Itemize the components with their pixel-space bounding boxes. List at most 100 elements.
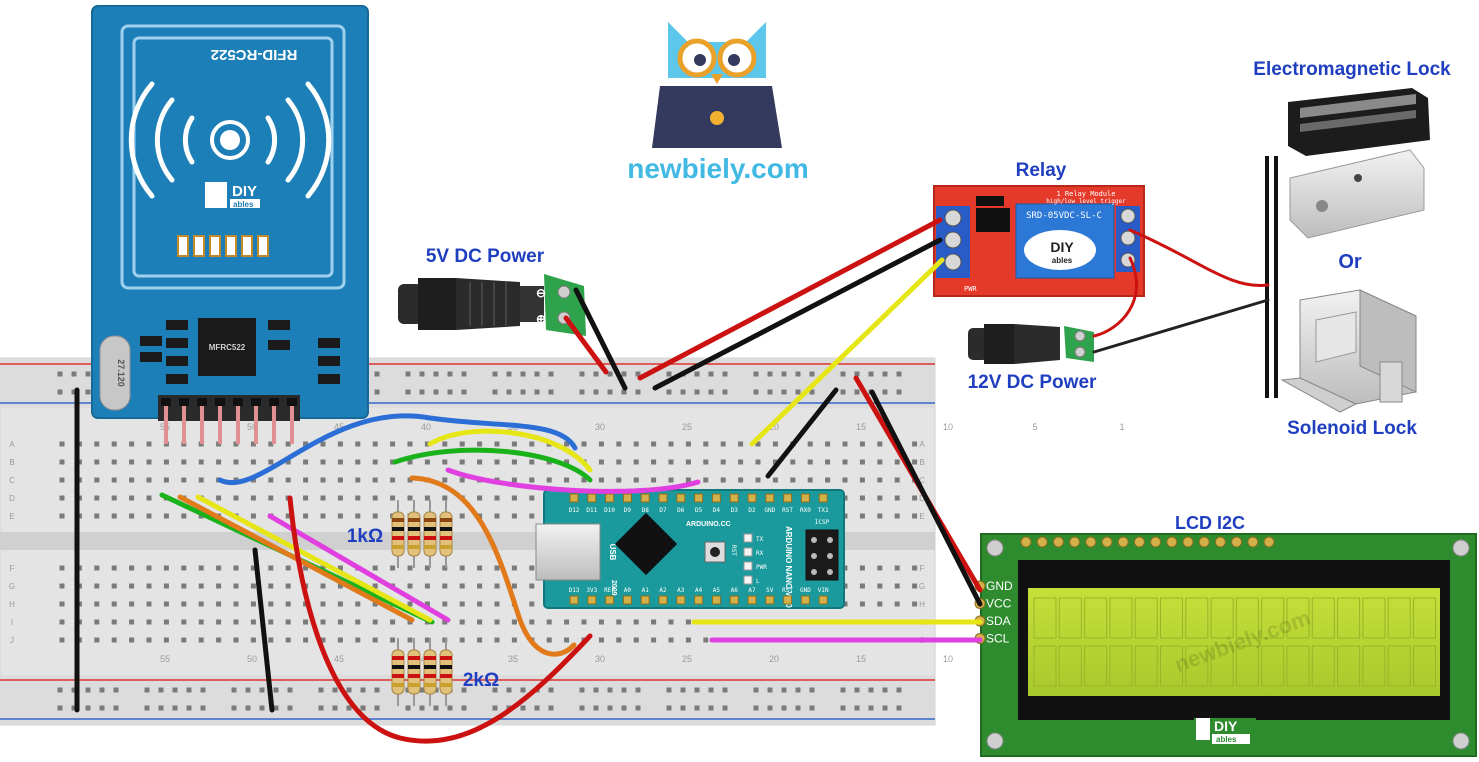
nano-pin	[694, 595, 704, 605]
rfid-pin	[218, 404, 222, 444]
nano-pin	[587, 493, 597, 503]
column-number: 25	[682, 422, 692, 432]
svg-text:2009: 2009	[610, 580, 617, 596]
nano-pin	[783, 493, 793, 503]
lcd-cell	[1160, 597, 1183, 639]
solenoid-lock	[1280, 289, 1417, 413]
lcd-cell	[1235, 645, 1259, 687]
wire-rfid-green-top	[392, 447, 593, 483]
rfid-pin	[254, 404, 258, 444]
wire-lcd-gnd	[869, 389, 983, 607]
diyables-logo: DIY ables	[205, 182, 260, 209]
svg-text:27.120: 27.120	[116, 359, 126, 387]
nano-pin-label: D10	[604, 507, 615, 514]
nano-pin-label: A3	[677, 587, 685, 594]
column-number: 15	[856, 654, 866, 664]
svg-text:ARDUINO NANO V3.0: ARDUINO NANO V3.0	[784, 526, 793, 608]
lcd-header-pin	[1133, 536, 1145, 548]
lcd-cell	[1033, 597, 1057, 639]
lcd-header-pin	[1036, 536, 1048, 548]
row-letter: F	[920, 564, 925, 573]
nano-pin	[622, 595, 632, 605]
lcd-pin-label: SCL	[986, 632, 1010, 646]
nano-pin	[818, 493, 828, 503]
nano-pin-label: D7	[659, 507, 667, 514]
lcd-cell	[1134, 597, 1158, 639]
nano-pin-label: A1	[642, 587, 650, 594]
column-number: 10	[943, 422, 953, 432]
wire-rfid-magenta-top	[445, 467, 701, 494]
nano-pin-label: A4	[695, 587, 703, 594]
lcd-cell	[1185, 645, 1209, 687]
wire-12v-to-relay	[1092, 256, 1138, 338]
column-number: 35	[508, 654, 518, 664]
nano-pin	[765, 493, 775, 503]
row-letter: E	[9, 512, 14, 521]
status-led-label: TX	[756, 536, 764, 543]
nano-pin-label: D6	[677, 507, 685, 514]
svg-text:DIY: DIY	[1214, 718, 1238, 734]
nano-pin	[783, 595, 793, 605]
nano-pin	[569, 493, 579, 503]
lcd-cell	[1160, 645, 1183, 687]
column-number: 40	[421, 422, 431, 432]
lcd-cell	[1413, 597, 1436, 639]
lcd-pin-label: VCC	[986, 597, 1012, 611]
nano-pin	[658, 493, 668, 503]
row-letter: A	[9, 440, 15, 449]
lcd-cell	[1311, 597, 1335, 639]
label-2k-resistor: 2kΩ	[463, 670, 499, 691]
nano-pin	[569, 595, 579, 605]
rfid-model-label: RFID-RC522	[211, 46, 298, 63]
svg-text:SRD-05VDC-SL-C: SRD-05VDC-SL-C	[1026, 211, 1102, 221]
nano-pin	[587, 595, 597, 605]
svg-text:⊕: ⊕	[536, 312, 546, 326]
lcd-cell	[1235, 597, 1259, 639]
wire-rfid-orange-arc	[409, 475, 577, 657]
lcd-header-pin	[1263, 536, 1275, 548]
status-led	[743, 575, 753, 585]
lcd-cell	[1134, 645, 1158, 687]
lcd-header-pin	[1085, 536, 1097, 548]
dc-jack-12v	[968, 324, 1094, 364]
lcd-cell	[1084, 645, 1108, 687]
lcd-header-pin	[1052, 536, 1064, 548]
column-number: 45	[334, 422, 344, 432]
nano-pin	[605, 595, 615, 605]
nano-pin	[747, 493, 757, 503]
nano-pin	[818, 595, 828, 605]
wire-5v-gnd	[573, 287, 628, 391]
nano-pin	[640, 493, 650, 503]
column-number: 30	[595, 422, 605, 432]
label-12v-power: 12V DC Power	[968, 372, 1097, 393]
nano-pin	[605, 493, 615, 503]
row-letter: B	[919, 458, 924, 467]
svg-text:high/low level trigger: high/low level trigger	[1046, 198, 1126, 205]
nano-pin	[676, 493, 686, 503]
nano-pin	[694, 493, 704, 503]
label-or: Or	[1338, 251, 1362, 273]
status-led	[743, 561, 753, 571]
lcd-character-cells	[1033, 597, 1436, 687]
site-name: newbiely.com	[627, 153, 809, 184]
lcd-header-pin	[1101, 536, 1113, 548]
svg-text:⊖: ⊖	[536, 286, 546, 300]
status-led-label: L	[756, 578, 760, 585]
row-letter: D	[919, 494, 925, 503]
wire-rfid-blue	[217, 413, 578, 485]
relay-module: SRD-05VDC-SL-C DIY ables 1 Relay Module …	[933, 185, 1145, 297]
rfid-smd-row	[177, 235, 269, 257]
rfid-reader: RFID-RC522 DIY ables MFRC522 27.120	[91, 5, 369, 444]
lcd-header-pin	[1214, 536, 1226, 548]
lcd-cell	[1286, 597, 1310, 639]
nano-pin	[676, 595, 686, 605]
nano-pin	[800, 595, 810, 605]
rfid-pins	[161, 398, 297, 444]
svg-text:ables: ables	[1052, 256, 1073, 265]
svg-text:MFRC522: MFRC522	[209, 343, 246, 352]
rfid-pin	[182, 404, 186, 444]
column-number: 50	[247, 422, 257, 432]
wire-lock-positive	[1128, 228, 1270, 288]
nano-pin	[711, 493, 721, 503]
